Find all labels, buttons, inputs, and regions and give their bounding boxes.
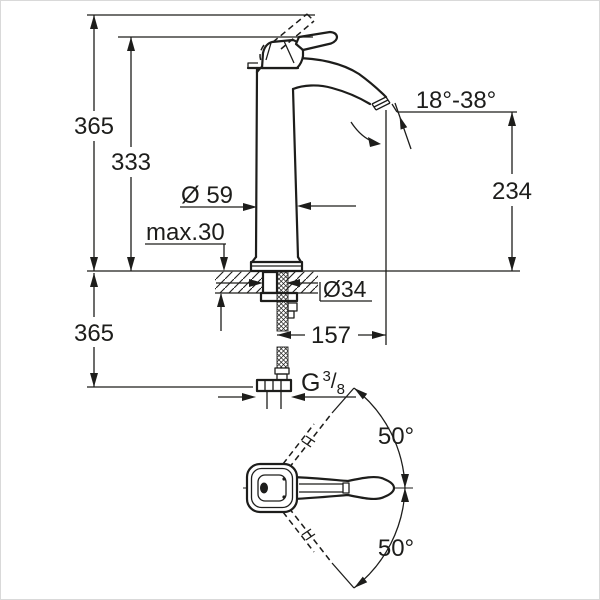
dim-outlet-height: 234	[492, 112, 532, 271]
cap-dot-bottom	[282, 495, 286, 499]
body-height-label: 333	[111, 149, 151, 176]
arrow-down	[90, 373, 98, 387]
arc-arrow-mid-down	[401, 474, 409, 488]
swing-line-dashed-2	[282, 423, 315, 465]
cap-notch	[260, 482, 268, 494]
lever-slot	[299, 483, 343, 493]
thread-numerator: 3	[322, 368, 330, 385]
arrow-left	[297, 202, 311, 210]
arrow-up	[90, 273, 98, 287]
arrow-right	[243, 203, 257, 211]
open-lever-edge-2	[280, 20, 315, 50]
dim-hole-diameter: Ø34	[216, 276, 372, 302]
countertop-hatch-right	[286, 271, 318, 293]
flexible-hose	[276, 346, 289, 369]
arrow-left	[286, 279, 300, 287]
swing-line-dashed-2	[282, 511, 315, 553]
arrow-down	[127, 257, 135, 271]
counter-thickness-label: max.30	[146, 219, 225, 246]
hose-length-label: 365	[74, 320, 114, 347]
countertop-hatch-left	[215, 271, 264, 293]
lever-slot-end	[342, 482, 350, 494]
cap-dot-top	[282, 477, 286, 481]
arrow-up	[90, 15, 98, 29]
dim-counter-thickness: max.30	[145, 219, 228, 331]
aerator	[371, 96, 391, 111]
arrow-down	[90, 257, 98, 271]
swing-line-solid-tip	[331, 387, 355, 414]
arrow-left	[277, 331, 291, 339]
hose-fitting-lower	[287, 310, 295, 319]
arrow-up	[217, 293, 225, 307]
arrow-right	[249, 279, 263, 287]
body-right-edge	[291, 87, 300, 259]
arrow-left	[291, 393, 305, 401]
dim-base-diameter: Ø 59	[180, 182, 356, 211]
dim-spout-reach: 157	[277, 110, 387, 349]
arrow-up	[508, 112, 516, 126]
swing-line-dashed	[288, 507, 333, 564]
handle-cap-inner	[257, 474, 287, 502]
arc-arrow-mid-up	[401, 488, 409, 502]
body-left-edge	[254, 66, 259, 259]
connection-nut	[255, 378, 293, 393]
swing-line-dashed	[288, 412, 333, 469]
total-height-label: 365	[74, 113, 114, 140]
handle-cap-outer	[245, 462, 299, 514]
aerator-angle-label: 18°-38°	[416, 87, 497, 114]
arrow-up	[127, 37, 135, 51]
faucet-side-view	[246, 13, 391, 273]
leader-line	[391, 103, 398, 113]
handle-cap-mid	[250, 467, 294, 509]
swing-upper-label: 50°	[378, 423, 414, 450]
dim-aerator-angle: 18°-38°	[350, 87, 517, 150]
connection-pipe	[266, 391, 282, 409]
handle-swing-lower-position	[282, 507, 355, 589]
threaded-rod	[276, 271, 289, 332]
handle-swing-upper-position	[282, 387, 355, 469]
swivel-arrow	[368, 137, 381, 147]
mounting-shank-and-hose	[255, 270, 299, 409]
break-tick	[301, 435, 316, 448]
thread-prefix: G	[301, 369, 320, 397]
arrow-to-aerator	[399, 116, 408, 130]
swing-line-solid-tip	[331, 562, 355, 589]
spout-under-curve	[291, 84, 372, 106]
lever-handle-side	[246, 30, 339, 70]
arc-arrow-lower-tip	[354, 576, 368, 588]
open-lever-arc	[259, 44, 265, 62]
handle-skirt-step	[247, 62, 258, 68]
dim-body-height: 333	[111, 36, 313, 271]
swing-arcs: 50° 50°	[353, 387, 414, 589]
spout-reach-label: 157	[311, 322, 351, 349]
shank-body	[261, 270, 279, 295]
thread-denominator: 8	[337, 381, 345, 398]
hole-diameter-label: Ø34	[323, 276, 367, 302]
dim-total-height: 365	[74, 14, 315, 271]
arrow-down	[508, 257, 516, 271]
break-tick	[301, 528, 316, 541]
arrow-right	[242, 393, 256, 401]
countertop-section	[87, 270, 520, 294]
dim-hose-length: 365	[74, 273, 253, 388]
arrow-down	[220, 257, 228, 271]
thread-slash: /	[331, 370, 337, 393]
outlet-height-label: 234	[492, 178, 532, 205]
arc-arrow-upper-tip	[354, 388, 368, 400]
nut-facets	[264, 380, 282, 391]
open-lever-edge-1	[272, 13, 308, 43]
handle-dome-creases	[265, 40, 295, 64]
aerator-face-lines	[371, 96, 391, 111]
handle-top-view: 50° 50°	[243, 387, 414, 589]
base-diameter-label: Ø 59	[181, 182, 233, 209]
swing-lower-label: 50°	[378, 535, 414, 562]
arrow-right	[372, 331, 386, 339]
